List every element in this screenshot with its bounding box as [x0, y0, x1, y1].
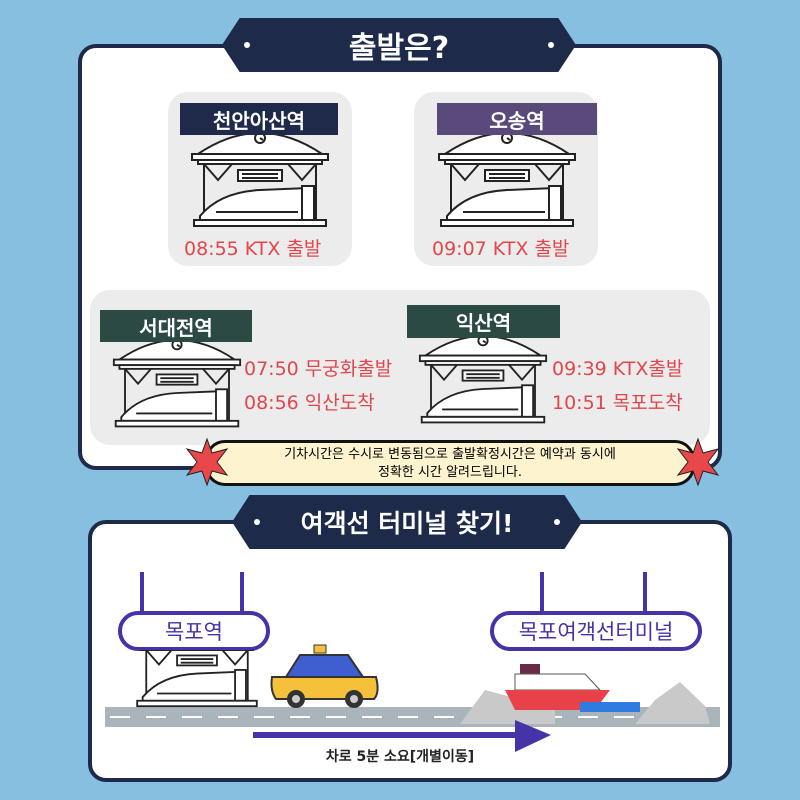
station-label: 천안아산역: [180, 103, 338, 135]
terminal-title-banner: 여객선 터미널 찾기!: [232, 495, 582, 549]
station-label: 익산역: [407, 305, 560, 338]
taxi-icon: [270, 644, 379, 708]
terminal-title: 여객선 터미널 찾기!: [300, 509, 514, 538]
station-time: 07:50 무궁화출발: [244, 358, 393, 380]
departure-title: 출발은?: [348, 31, 450, 66]
from-station-sign: 목포역: [118, 611, 270, 651]
notice-line: 기차시간은 수시로 변동됨으로 출발확정시간은 예약과 동시에: [284, 447, 616, 462]
departure-title-banner: 출발은?: [222, 18, 576, 72]
station-time: 08:56 익산도착: [244, 392, 375, 414]
ship-icon: [460, 664, 710, 724]
station-time: 09:07 KTX 출발: [432, 238, 570, 260]
arrow-icon: [253, 720, 551, 752]
station-icon: [438, 132, 576, 227]
starburst-icon: [676, 437, 720, 487]
sign-pole: [643, 572, 647, 614]
station-label: 서대전역: [100, 310, 252, 342]
station-icon: [134, 650, 260, 708]
starburst-icon: [185, 437, 229, 487]
sign-pole: [140, 572, 144, 614]
to-terminal-sign: 목포여객선터미널: [490, 611, 702, 651]
notice-line: 정확한 시간 알려드립니다.: [378, 465, 522, 480]
station-time: 09:39 KTX출발: [552, 358, 684, 380]
sign-pole: [240, 572, 244, 614]
station-icon: [191, 132, 329, 227]
station-icon: [418, 335, 548, 424]
station-icon: [112, 339, 242, 428]
route-text: 차로 5분 소요[개별이동]: [325, 749, 475, 765]
notice-box: 기차시간은 수시로 변동됨으로 출발확정시간은 예약과 동시에 정확한 시간 알…: [205, 440, 695, 486]
station-label: 오송역: [437, 103, 597, 135]
sign-pole: [540, 572, 544, 614]
road-lane-marking: [110, 716, 715, 718]
station-time: 08:55 KTX 출발: [184, 238, 322, 260]
station-time: 10:51 목포도착: [552, 392, 683, 414]
